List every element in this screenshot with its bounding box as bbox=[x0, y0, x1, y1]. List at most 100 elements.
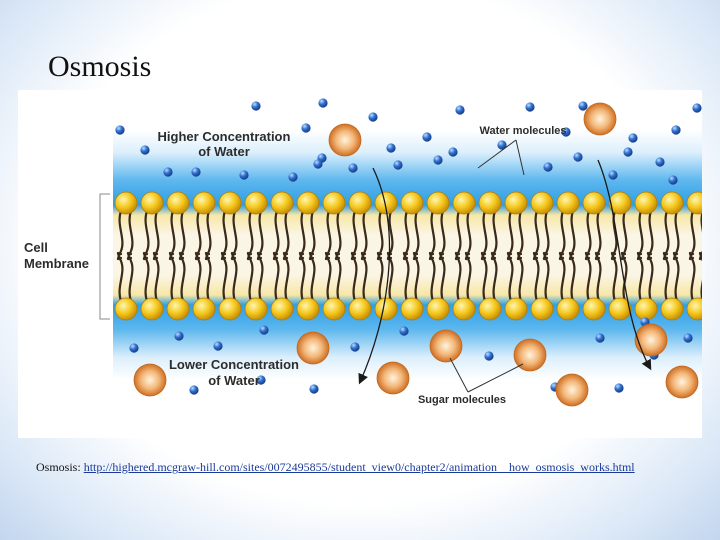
lipid-tail bbox=[558, 251, 566, 303]
water-molecule bbox=[251, 101, 261, 111]
water-molecule bbox=[309, 384, 319, 394]
water-molecule bbox=[692, 103, 702, 113]
lipid-tail bbox=[402, 251, 410, 303]
phospholipid-head bbox=[348, 191, 372, 215]
water-molecule bbox=[448, 147, 458, 157]
lipid-tail bbox=[412, 209, 420, 261]
phospholipid-head bbox=[218, 191, 242, 215]
water-molecule bbox=[348, 163, 358, 173]
lipid-tail bbox=[246, 251, 254, 303]
water-callout-line-2 bbox=[515, 139, 525, 176]
lipid-tail bbox=[220, 251, 228, 303]
lipid-tail bbox=[298, 209, 306, 261]
cell-membrane-label-2: Membrane bbox=[24, 256, 89, 271]
lipid-tail bbox=[490, 209, 498, 261]
phospholipid-head bbox=[556, 297, 580, 321]
water-molecule bbox=[561, 127, 571, 137]
phospholipid-head bbox=[140, 191, 164, 215]
lipid-tail bbox=[360, 209, 368, 261]
water-molecule bbox=[191, 167, 201, 177]
sugar-molecule bbox=[429, 329, 463, 363]
lipid-tail bbox=[428, 251, 436, 303]
water-molecule bbox=[399, 326, 409, 336]
phospholipid-head bbox=[270, 191, 294, 215]
phospholipid-head bbox=[296, 297, 320, 321]
lipid-tail bbox=[480, 209, 488, 261]
higher-concentration-label: Higher Concentration bbox=[158, 129, 291, 144]
lipid-tail bbox=[402, 209, 410, 261]
higher-concentration-label-2: of Water bbox=[198, 144, 250, 159]
lipid-tail bbox=[256, 251, 264, 303]
phospholipid-head bbox=[608, 297, 632, 321]
water-callout-line-1 bbox=[477, 139, 517, 169]
phospholipid-head bbox=[686, 191, 702, 215]
lipid-tail bbox=[698, 210, 702, 261]
water-molecule bbox=[578, 101, 588, 111]
water-molecules-label: Water molecules bbox=[479, 125, 566, 137]
lipid-tail bbox=[636, 251, 644, 303]
phospholipid-head bbox=[504, 297, 528, 321]
lipid-tail bbox=[532, 251, 540, 303]
water-molecule bbox=[213, 341, 223, 351]
lipid-tail bbox=[646, 209, 654, 261]
lipid-tail bbox=[490, 251, 498, 303]
lower-concentration-label-2: of Water bbox=[208, 373, 260, 388]
lipid-tail bbox=[324, 251, 332, 303]
osmosis-diagram: Higher Concentration of Water Lower Conc… bbox=[18, 90, 702, 438]
lipid-tail bbox=[672, 251, 680, 303]
phospholipid-head bbox=[478, 191, 502, 215]
lipid-tail bbox=[584, 251, 592, 303]
water-molecule bbox=[239, 170, 249, 180]
water-molecule bbox=[163, 167, 173, 177]
sugar-molecule bbox=[133, 363, 167, 397]
phospholipid-head bbox=[530, 297, 554, 321]
water-molecule bbox=[368, 112, 378, 122]
source-link[interactable]: http://highered.mcgraw-hill.com/sites/00… bbox=[83, 460, 635, 474]
water-molecule bbox=[129, 343, 139, 353]
membrane-bracket bbox=[99, 193, 110, 320]
lipid-tail bbox=[480, 251, 488, 303]
sugar-callout-line-1 bbox=[449, 357, 469, 393]
phospholipid-head bbox=[114, 191, 138, 215]
phospholipid-head bbox=[400, 297, 424, 321]
sugar-molecule bbox=[328, 123, 362, 157]
water-molecule bbox=[256, 375, 266, 385]
phospholipid-head bbox=[426, 191, 450, 215]
phospholipid-head bbox=[192, 297, 216, 321]
lipid-tail bbox=[672, 209, 680, 261]
lipid-tail bbox=[688, 209, 696, 261]
lipid-tail bbox=[662, 209, 670, 261]
lipid-tail bbox=[438, 209, 446, 261]
lipid-tail bbox=[142, 251, 150, 303]
lipid-tail bbox=[636, 209, 644, 261]
lipid-tail bbox=[454, 209, 462, 261]
osmosis-arrow-right bbox=[597, 159, 652, 371]
lipid-tail bbox=[126, 251, 134, 303]
osmosis-arrow-left bbox=[358, 167, 391, 385]
lipid-tail bbox=[230, 251, 238, 303]
sugar-molecule bbox=[376, 361, 410, 395]
lipid-tail bbox=[230, 209, 238, 261]
lipid-tail bbox=[272, 251, 280, 303]
sugar-molecule bbox=[583, 102, 617, 136]
lipid-tail bbox=[584, 209, 592, 261]
water-molecule bbox=[543, 162, 553, 172]
lipid-tail bbox=[334, 209, 342, 261]
phospholipid-head bbox=[400, 191, 424, 215]
sugar-molecule bbox=[296, 331, 330, 365]
water-molecule bbox=[683, 333, 693, 343]
water-molecule bbox=[174, 331, 184, 341]
lipid-tails bbox=[116, 209, 702, 303]
lipid-tail bbox=[178, 251, 186, 303]
sugar-molecule bbox=[665, 365, 699, 399]
lipid-tail bbox=[116, 251, 124, 303]
phospholipid-head bbox=[660, 191, 684, 215]
lipid-tail bbox=[204, 251, 212, 303]
sugar-molecule bbox=[555, 373, 589, 407]
lipid-tail bbox=[506, 251, 514, 303]
phospholipid-head bbox=[374, 297, 398, 321]
lipid-tail bbox=[220, 209, 228, 261]
water-molecule bbox=[614, 383, 624, 393]
water-molecule bbox=[497, 140, 507, 150]
water-molecule bbox=[189, 385, 199, 395]
